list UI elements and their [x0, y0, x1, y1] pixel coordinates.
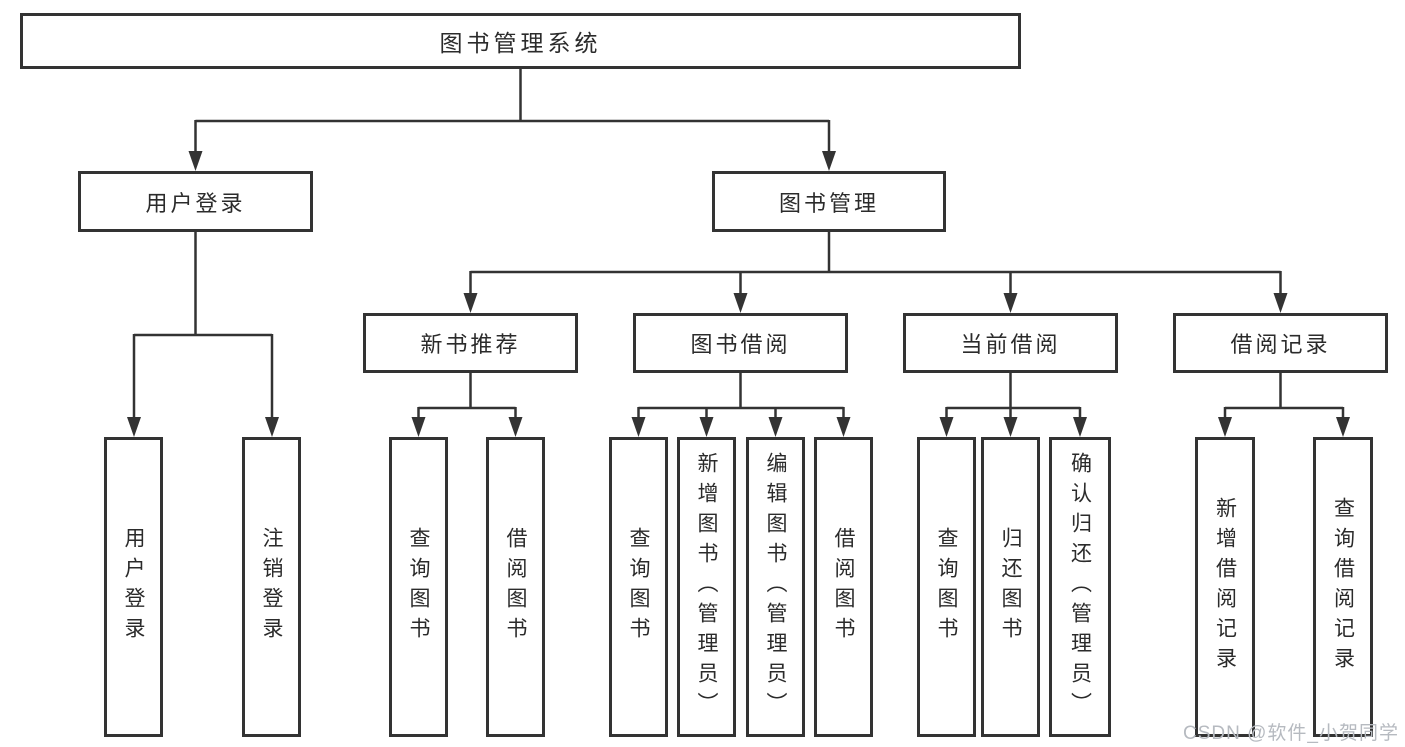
root-to-level2-line [194, 68, 831, 155]
node-book-borrowing: 图书借阅 [633, 313, 848, 373]
current-to-leaves-line [945, 373, 1082, 421]
arrowhead-icon [508, 417, 523, 437]
arrowhead-icon [1073, 417, 1087, 437]
arrowhead-icon [1003, 417, 1018, 437]
arrowhead-icon [1003, 293, 1018, 313]
arrowhead-icon [127, 417, 141, 437]
node-label: 用户登录 [145, 190, 246, 216]
record-to-leaves-line [1223, 373, 1345, 421]
arrowhead-icons [127, 151, 1350, 437]
leaf-query-books-1: 查询图书 [389, 437, 448, 737]
watermark-text: CSDN @软件_小贺同学 [1183, 723, 1399, 744]
arrowhead-icon [265, 417, 279, 437]
borrow-to-leaves-line [637, 373, 845, 421]
node-label: 图书管理 [778, 190, 879, 216]
arrowhead-icon [1273, 293, 1288, 313]
leaf-label: 用户登录 [122, 527, 146, 647]
connector-lines [132, 68, 1345, 421]
arrowhead-icon [699, 417, 714, 437]
leaf-borrow-books-1: 借阅图书 [486, 437, 545, 737]
leaf-query-borrow-record: 查询借阅记录 [1313, 437, 1373, 737]
node-label: 图书借阅 [690, 332, 791, 357]
leaf-query-books-2: 查询图书 [609, 437, 668, 737]
leaf-edit-books-admin: 编辑图书（管理员） [746, 437, 805, 737]
leaf-label: 新增借阅记录 [1213, 497, 1237, 677]
arrowhead-icon [1218, 417, 1232, 437]
leaf-label: 确认归还（管理员） [1068, 452, 1092, 722]
leaf-add-borrow-record: 新增借阅记录 [1195, 437, 1255, 737]
leaf-add-books-admin: 新增图书（管理员） [677, 437, 736, 737]
arrowhead-icon [1336, 417, 1350, 437]
leaf-return-books: 归还图书 [981, 437, 1040, 737]
leaf-label: 查询借阅记录 [1331, 497, 1355, 677]
node-label: 新书推荐 [420, 332, 521, 357]
leaf-label: 查询图书 [935, 527, 959, 647]
leaf-label: 查询图书 [627, 527, 651, 647]
leaf-label: 借阅图书 [504, 527, 528, 647]
node-user-login-branch: 用户登录 [78, 171, 313, 232]
arrowhead-icon [822, 151, 836, 171]
leaf-label: 借阅图书 [832, 527, 856, 647]
arrowhead-icon [836, 417, 851, 437]
leaf-query-books-3: 查询图书 [917, 437, 976, 737]
arrowhead-icon [411, 417, 426, 437]
arrowhead-icon [939, 417, 954, 437]
arrowhead-icon [733, 293, 748, 313]
leaf-logout: 注销登录 [242, 437, 301, 737]
node-new-book-recommend: 新书推荐 [363, 313, 578, 373]
node-current-borrowing: 当前借阅 [903, 313, 1118, 373]
arrowhead-icon [463, 293, 478, 313]
arrowhead-icon [188, 151, 203, 171]
leaf-user-login: 用户登录 [104, 437, 163, 737]
bookmgmt-to-level3-line [469, 232, 1282, 297]
leaf-borrow-books-2: 借阅图书 [814, 437, 873, 737]
leaf-confirm-return-admin: 确认归还（管理员） [1049, 437, 1111, 737]
arrowhead-icon [768, 417, 783, 437]
node-book-management-branch: 图书管理 [712, 171, 946, 232]
leaf-label: 新增图书（管理员） [695, 452, 719, 722]
node-label: 借阅记录 [1230, 332, 1331, 357]
userlogin-to-leaves-line [132, 232, 274, 421]
leaf-label: 编辑图书（管理员） [764, 452, 788, 722]
node-label: 当前借阅 [960, 332, 1061, 357]
arrowhead-icon [631, 417, 646, 437]
leaf-label: 查询图书 [407, 527, 431, 647]
node-borrowing-records: 借阅记录 [1173, 313, 1388, 373]
leaf-label: 归还图书 [999, 527, 1023, 647]
node-root-system: 图书管理系统 [20, 13, 1021, 69]
newbook-to-leaves-line [417, 373, 517, 421]
leaf-label: 注销登录 [260, 527, 284, 647]
node-root-label: 图书管理系统 [439, 30, 602, 56]
